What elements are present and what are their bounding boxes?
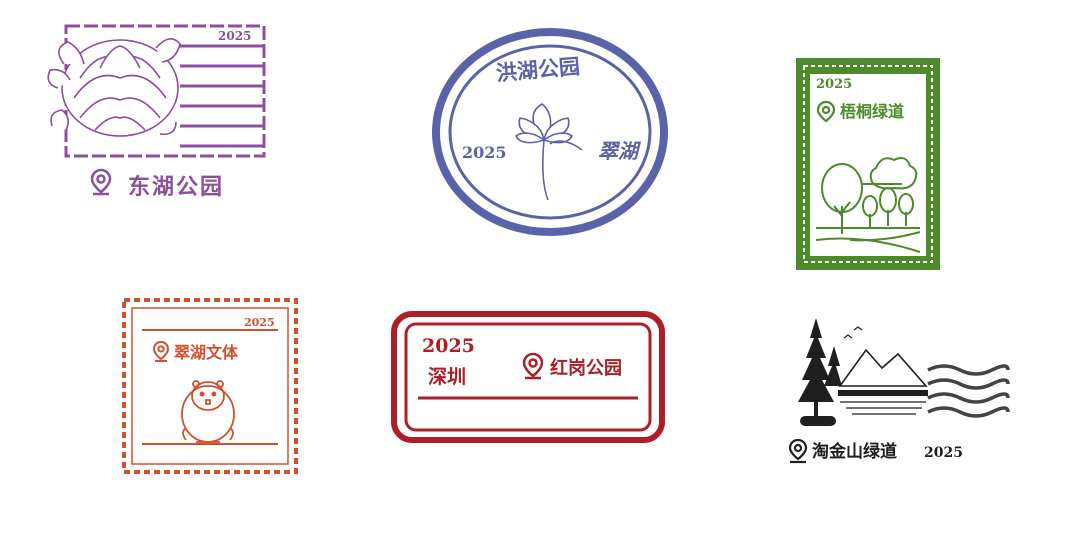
stamp-cuihu-culture-sports: 2025 翠湖文体: [120, 296, 300, 476]
stamp-year: 2025: [244, 316, 275, 329]
stamp-place-name: 梧桐绿道: [840, 102, 905, 121]
stamp-city: 深圳: [428, 366, 467, 388]
stamp-wutong-greenway: 2025 梧桐绿道: [794, 56, 944, 272]
chrysanthemum-illustration: [47, 24, 266, 158]
location-pin-icon: [816, 100, 836, 123]
location-pin-icon: [788, 438, 808, 464]
stamp-year: 2025: [924, 445, 963, 461]
stamp-place-name: 东湖公园: [128, 175, 225, 200]
stamp-year: 2025: [462, 143, 507, 162]
stamp-taojinshan-greenway: 淘金山绿道 2025: [786, 316, 1016, 472]
stamp-donghu-park: 2025 东湖公园: [40, 18, 280, 208]
outer-ring: [432, 28, 668, 236]
beaver-illustration: [181, 380, 235, 443]
stamp-honggang-park: 2025 深圳 红岗公园: [390, 310, 666, 444]
stamp-place-name: 红岗公园: [550, 358, 622, 379]
stamp-year: 2025: [422, 335, 475, 357]
stamp-place-name: 翠湖文体: [174, 343, 239, 362]
location-pin-icon: [90, 168, 112, 196]
stamp-year: 2025: [816, 77, 853, 92]
location-pin-icon: [522, 352, 544, 380]
stamp-honghu-park: 洪湖公园 2025 翠湖: [432, 28, 672, 238]
inner-ring: [448, 44, 652, 220]
stamp-year: 2025: [218, 29, 252, 43]
mountain-lake-landscape: [798, 318, 1010, 426]
stamp-script-text: 翠湖: [598, 139, 638, 163]
location-pin-icon: [152, 340, 170, 362]
stamp-place-name: 淘金山绿道: [812, 442, 897, 462]
trees-illustration: [815, 157, 921, 253]
lotus-illustration: [514, 103, 583, 201]
